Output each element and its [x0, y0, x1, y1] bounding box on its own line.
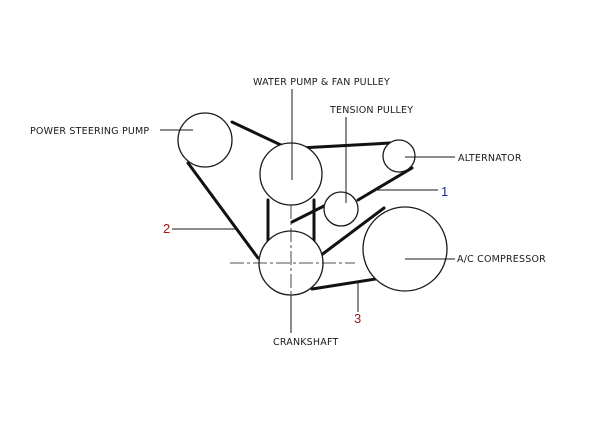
tension-pulley-label: TENSION PULLEY: [329, 105, 413, 116]
water-pump-fan-pulley: [259, 142, 323, 206]
alternator-pulley: [382, 139, 416, 173]
belt-3-number: 3: [354, 311, 361, 326]
ac-compressor-label: A/C COMPRESSOR: [457, 254, 546, 265]
power-steering-pump-label: POWER STEERING PUMP: [30, 126, 149, 137]
ac-compressor-pulley: [362, 206, 448, 292]
belt-1: [290, 141, 414, 224]
belt-2: [186, 120, 316, 260]
tension-pulley: [323, 191, 359, 227]
power-steering-pump-pulley: [177, 112, 233, 168]
water-pump-fan-pulley-label: WATER PUMP & FAN PULLEY: [253, 77, 390, 88]
crankshaft-label: CRANKSHAFT: [273, 337, 338, 348]
alternator-label: ALTERNATOR: [458, 153, 522, 164]
crankshaft-centerline: [230, 205, 355, 300]
belt-1-number: 1: [441, 184, 448, 199]
belt-2-number: 2: [163, 221, 170, 236]
